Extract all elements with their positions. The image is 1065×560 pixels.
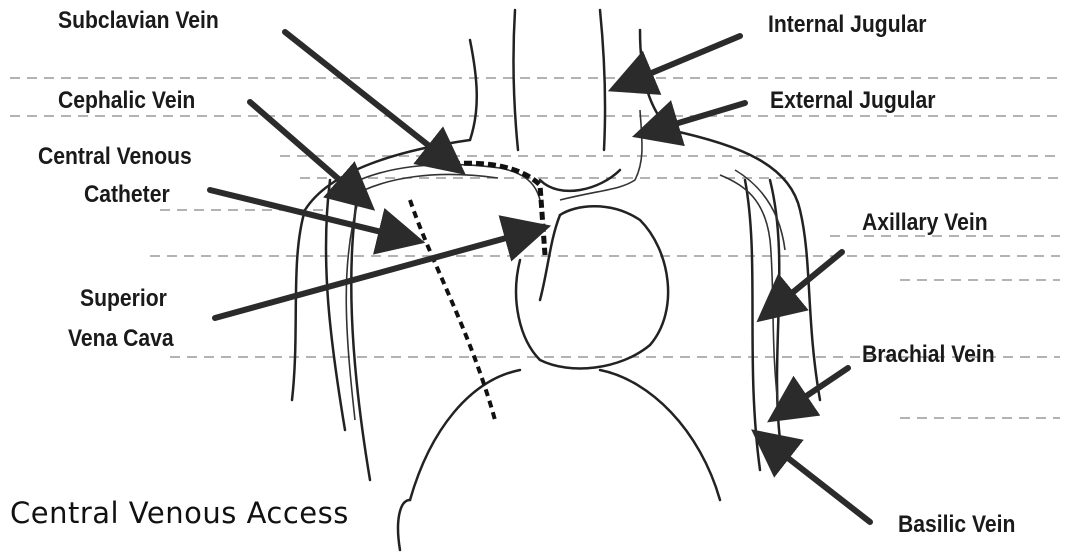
arrow-brachial xyxy=(787,368,848,409)
label-cephalic-vein: Cephalic Vein xyxy=(58,86,195,116)
label-internal-jugular: Internal Jugular xyxy=(768,10,926,40)
label-superior-vena-cava-line2: Vena Cava xyxy=(68,324,174,354)
arrow-subclavian xyxy=(285,32,447,160)
label-superior-vena-cava: Superior xyxy=(80,284,167,314)
label-central-venous-catheter-line2: Catheter xyxy=(84,180,170,210)
diagram-title: Central Venous Access xyxy=(10,496,349,530)
label-external-jugular: External Jugular xyxy=(770,86,935,116)
label-subclavian-vein: Subclavian Vein xyxy=(58,6,219,36)
arrow-internal-jugular xyxy=(630,36,740,82)
arrow-basilic xyxy=(770,444,870,522)
label-central-venous-catheter: Central Venous xyxy=(38,142,192,172)
label-brachial-vein: Brachial Vein xyxy=(862,340,995,370)
arrow-svc xyxy=(215,232,528,318)
label-basilic-vein: Basilic Vein xyxy=(898,510,1015,540)
label-axillary-vein: Axillary Vein xyxy=(862,208,988,238)
arrow-catheter xyxy=(210,190,402,237)
torso-outline xyxy=(292,10,820,550)
